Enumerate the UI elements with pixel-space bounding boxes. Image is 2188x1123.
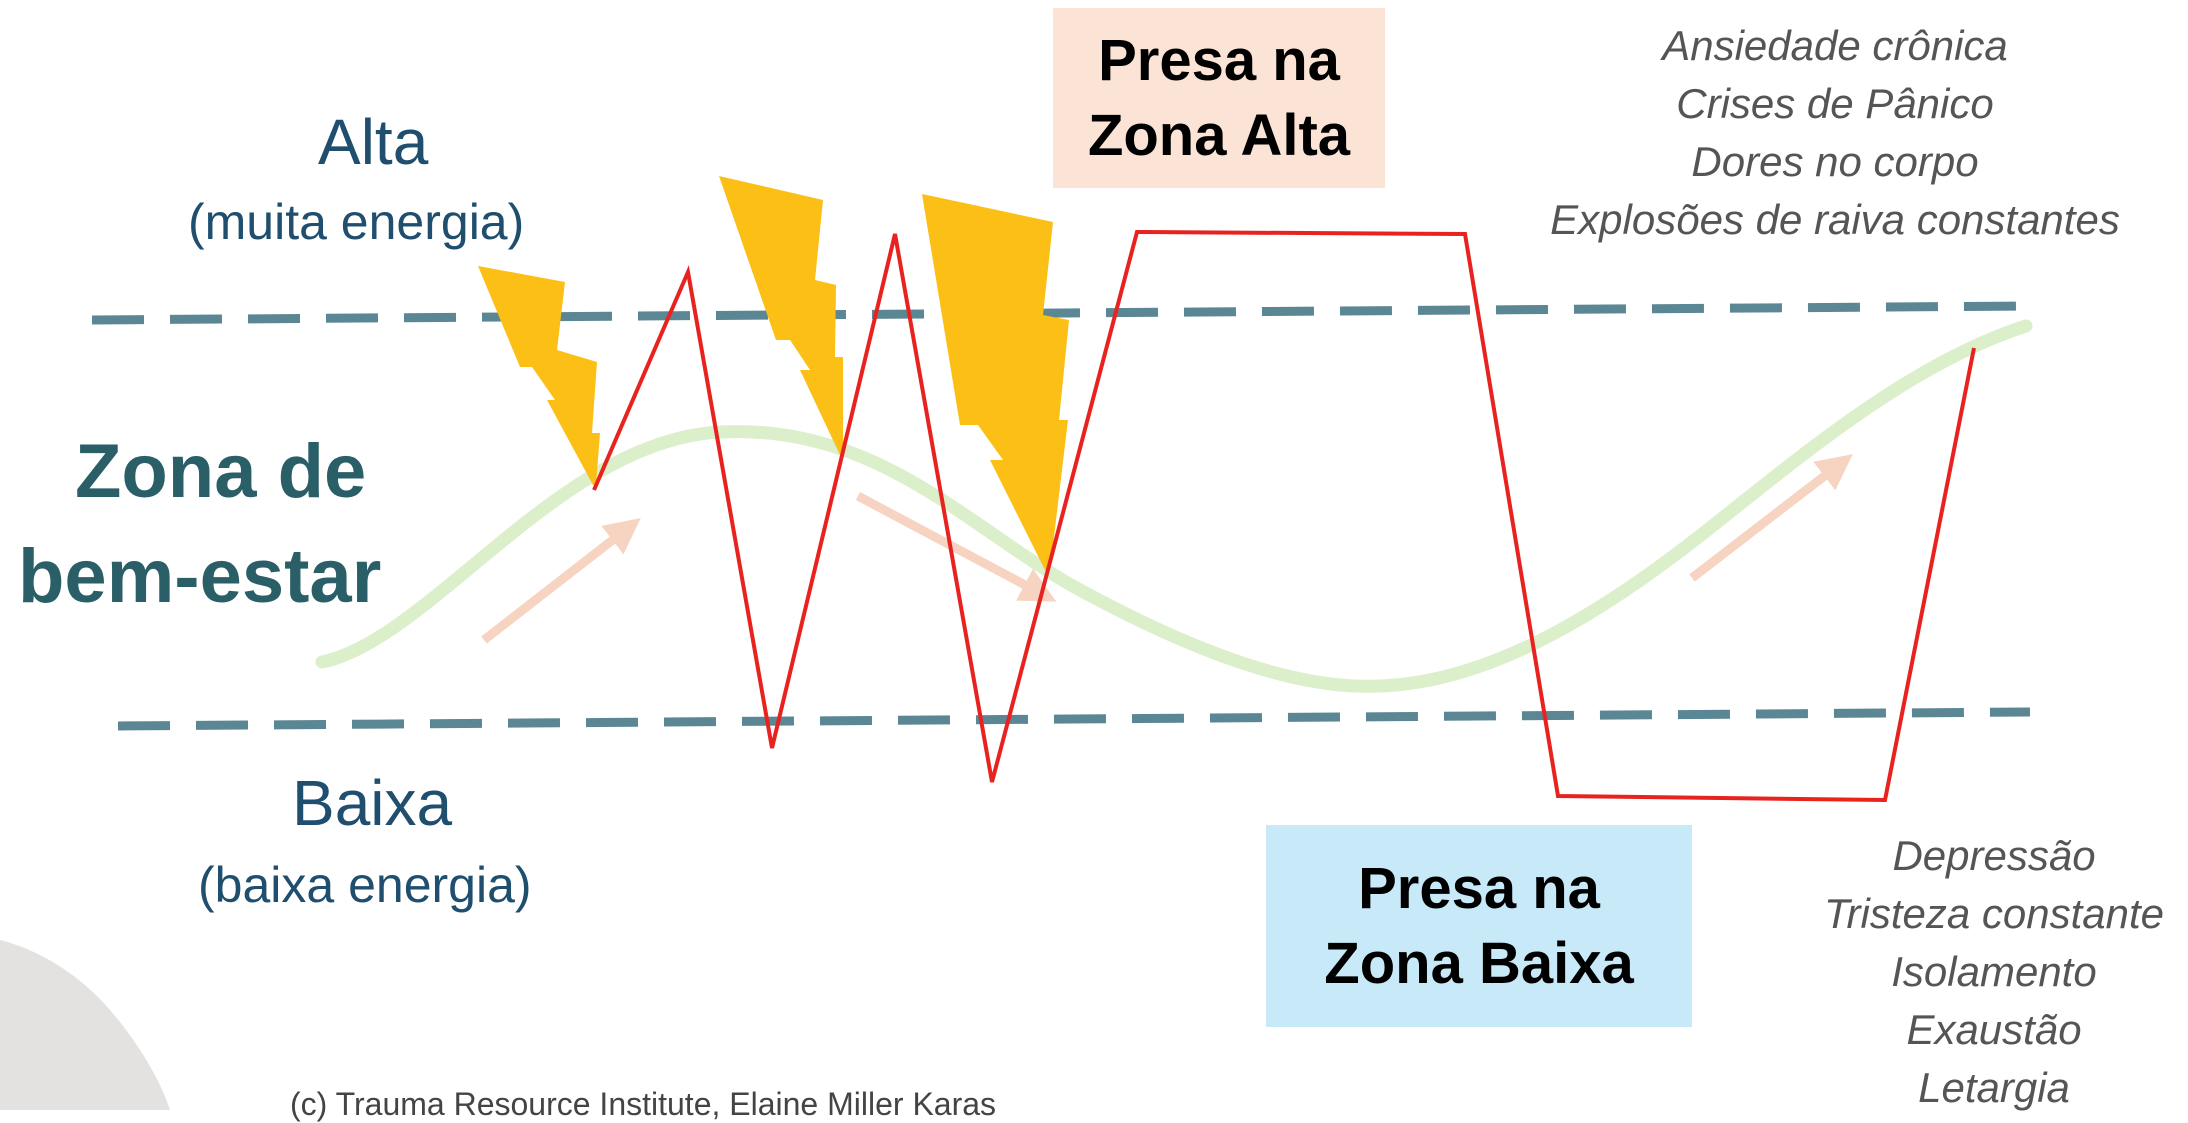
lower-threshold-line [117,707,2031,731]
low-level-subtitle: (baixa energia) [198,857,532,913]
symptom-item: Ansiedade crônica [1662,22,2008,69]
symptom-item: Exaustão [1906,1006,2082,1053]
symptom-item: Letargia [1918,1064,2070,1111]
symptom-item: Dores no corpo [1691,138,1979,185]
high-level-subtitle: (muita energia) [188,194,525,250]
activation-zigzag-line [592,229,1976,803]
arrow-icon [1689,454,1853,582]
low-symptoms-list: Depressão Tristeza constante Isolamento … [1800,827,2188,1117]
lightning-bolt-icon [922,194,1069,570]
stuck-low-box: Presa na Zona Baixa [1266,825,1692,1027]
symptom-item: Explosões de raiva constantes [1550,196,2120,243]
lightning-bolt-icon [719,176,843,455]
wellbeing-curve [315,319,2033,693]
zone-title-line1: Zona de [74,429,367,514]
stuck-high-line1: Presa na [1098,27,1340,93]
stuck-high-line2: Zona Alta [1087,103,1351,168]
arrow-icon [481,518,641,644]
high-symptoms-list: Ansiedade crônica Crises de Pânico Dores… [1520,17,2150,249]
copyright-text: (c) Trauma Resource Institute, Elaine Mi… [290,1086,997,1122]
stuck-low-line1: Presa na [1358,855,1600,921]
symptom-item: Crises de Pânico [1676,80,1994,127]
symptom-item: Isolamento [1891,948,2097,995]
stuck-high-box: Presa na Zona Alta [1053,8,1385,188]
stuck-low-line2: Zona Baixa [1324,931,1634,996]
corner-decoration [0,940,170,1110]
lightning-bolt-icon [478,266,600,485]
low-level-title: Baixa [292,767,453,839]
high-level-title: Alta [318,106,429,178]
wellbeing-zone-title: Zona de bem-estar [18,420,381,630]
upper-threshold-line [91,301,2031,325]
symptom-item: Tristeza constante [1823,890,2165,937]
symptom-item: Depressão [1892,832,2096,879]
zone-title-line2: bem-estar [18,533,382,619]
